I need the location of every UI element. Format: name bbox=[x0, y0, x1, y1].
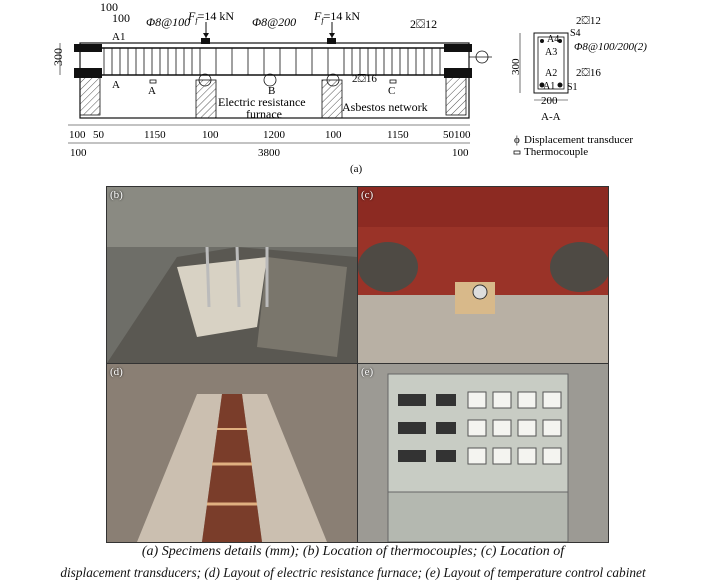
left-end-block bbox=[74, 44, 102, 52]
rebar-top-label: 2⛋12 bbox=[410, 17, 437, 31]
stirrup-mid-label: Φ8@200 bbox=[252, 15, 296, 29]
right-end-block bbox=[444, 44, 472, 52]
stirrup-left-label: Φ8@100 bbox=[146, 15, 190, 29]
furnace-label-2: furnace bbox=[246, 107, 282, 121]
section-title: A-A bbox=[541, 111, 561, 123]
photo-c-label: (c) bbox=[361, 189, 374, 201]
dimension-label: 50 bbox=[93, 129, 105, 141]
furnace-label: Electric resistance bbox=[218, 95, 306, 109]
section-bar-s4 bbox=[558, 39, 562, 43]
subfigure-label-a: (a) bbox=[350, 163, 363, 175]
dim-top-100-a: 100 bbox=[100, 0, 118, 14]
point-B-label: B bbox=[268, 85, 275, 97]
dimension-label: 1150 bbox=[144, 129, 166, 141]
right-support bbox=[445, 74, 467, 116]
stirrup-lines bbox=[103, 48, 441, 75]
section-pt-A2: A2 bbox=[545, 68, 557, 79]
section-rebar-bottom: 2⛋16 bbox=[576, 67, 601, 79]
asbestos-label: Asbestos network bbox=[342, 100, 428, 114]
dimension-row-2: 100 3800 100 bbox=[70, 147, 469, 159]
section-pt-A1: A1 bbox=[543, 81, 555, 92]
displacement-transducer-1 bbox=[198, 73, 212, 87]
point-C-label: C bbox=[388, 85, 395, 97]
load-left-label: Ff=14 kN bbox=[187, 9, 234, 25]
caption-line-2: displacement transducers; (d) Layout of … bbox=[60, 565, 646, 580]
dim-top-100-b: 100 bbox=[112, 11, 130, 25]
legend-displacement-icon: ϕ bbox=[514, 134, 520, 146]
legend-displacement: Displacement transducer bbox=[524, 134, 633, 146]
thermocouple-marker-c bbox=[389, 79, 397, 84]
section-pt-A4: A4 bbox=[547, 34, 559, 45]
section-height: 300 bbox=[510, 58, 522, 75]
specimen-detail-diagram: 100 100 300 A1 Φ8@100 Ff=14 kN Φ8@200 Ff… bbox=[51, 0, 647, 175]
photo-d-electric-furnace: (d) bbox=[106, 363, 358, 543]
section-A-mid-label: A bbox=[148, 85, 156, 97]
section-bar-s1 bbox=[557, 82, 563, 88]
right-bearing-block bbox=[444, 68, 472, 78]
section-stirrup: Φ8@100/200(2) bbox=[574, 41, 647, 53]
cross-section-stirrup bbox=[537, 36, 565, 90]
dimension-label: 100 bbox=[452, 147, 469, 159]
rebar-bottom-label: 2⛋16 bbox=[352, 73, 377, 85]
point-A1-label: A1 bbox=[112, 31, 125, 43]
section-width: 200 bbox=[541, 95, 558, 107]
dimension-label: 100 bbox=[69, 129, 86, 141]
dimension-label: 1150 bbox=[387, 129, 409, 141]
photo-b-thermocouples: (b) bbox=[106, 186, 358, 364]
photo-b-label: (b) bbox=[110, 189, 123, 201]
displacement-transducer-2 bbox=[263, 73, 277, 87]
thermocouple-marker-a bbox=[149, 79, 157, 84]
load-plate-right bbox=[327, 38, 336, 44]
section-bar-a1 bbox=[539, 82, 545, 88]
left-support bbox=[79, 74, 101, 116]
section-pt-S4: S4 bbox=[570, 28, 581, 39]
caption-line-1: (a) Specimens details (mm); (b) Location… bbox=[141, 544, 565, 559]
load-plate-left bbox=[201, 38, 210, 44]
mid-left-support bbox=[195, 79, 217, 119]
load-right-label: Ff=14 kN bbox=[313, 9, 360, 25]
dimension-label: 1200 bbox=[263, 129, 286, 141]
photo-c-displacement-transducers: (c) bbox=[357, 186, 609, 364]
legend-thermocouple-icon bbox=[513, 150, 521, 155]
left-bearing-block bbox=[74, 68, 102, 78]
dimension-label: 100 bbox=[70, 147, 87, 159]
section-A-left-label: A bbox=[112, 79, 120, 91]
cross-section-outline bbox=[533, 32, 569, 94]
dimension-label: 50 bbox=[443, 129, 455, 141]
figure-caption: (a) Specimens details (mm); (b) Location… bbox=[0, 541, 706, 583]
photo-e-label: (e) bbox=[361, 366, 374, 378]
legend-thermocouple: Thermocouple bbox=[524, 146, 588, 158]
dimension-label: 100 bbox=[325, 129, 342, 141]
dimension-label: 100 bbox=[202, 129, 219, 141]
photo-e-control-cabinet: (e) bbox=[357, 363, 609, 543]
dimension-label: 100 bbox=[454, 129, 471, 141]
beam-height-label: 300 bbox=[51, 48, 65, 66]
displacement-transducer-3 bbox=[326, 73, 340, 87]
dimension-label: 3800 bbox=[258, 147, 281, 159]
mid-right-support bbox=[321, 79, 343, 119]
photo-d-label: (d) bbox=[110, 366, 123, 378]
section-pt-S1: S1 bbox=[567, 82, 578, 93]
section-bar-a4 bbox=[540, 39, 544, 43]
section-rebar-top: 2⛋12 bbox=[576, 15, 601, 27]
section-pt-A3: A3 bbox=[545, 47, 557, 58]
